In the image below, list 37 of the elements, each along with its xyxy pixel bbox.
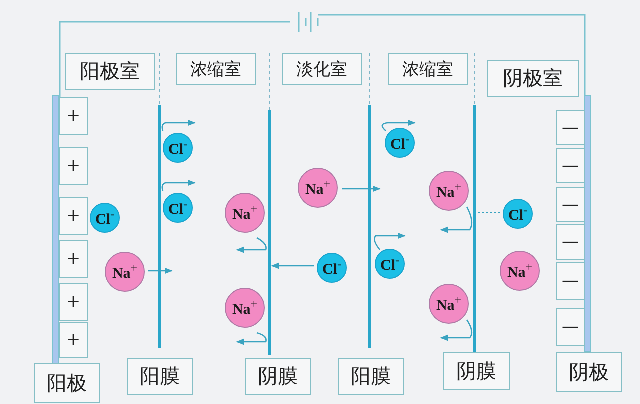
- chloride-ion: Cl$^{-}$: [163, 193, 193, 223]
- chloride-ion: Cl$^{-}$: [317, 253, 347, 283]
- electrode-cell: +: [59, 147, 88, 185]
- sodium-ion: Na$^{+}$: [429, 284, 469, 324]
- chloride-ion: Cl$^{-}$: [375, 249, 405, 279]
- electrode-cell: —: [556, 110, 585, 145]
- sodium-ion: Na$^{+}$: [225, 193, 265, 233]
- part-label: 阴膜: [443, 352, 510, 390]
- electrode-cell: —: [556, 187, 585, 222]
- chamber-label: 浓缩室: [176, 53, 256, 85]
- electrode-cell: —: [556, 262, 585, 300]
- electrode-cell: —: [556, 148, 585, 183]
- electrode-cell: —: [556, 224, 585, 260]
- chloride-ion: Cl$^{-}$: [163, 133, 193, 163]
- part-label: 阳极: [34, 363, 100, 403]
- sodium-ion: Na$^{+}$: [225, 288, 265, 328]
- electrode-cell: +: [59, 283, 88, 321]
- chloride-ion: Cl$^{-}$: [90, 203, 120, 233]
- electrode-cell: —: [556, 308, 585, 346]
- chloride-ion: Cl$^{-}$: [385, 128, 415, 158]
- part-label: 阴极: [556, 352, 622, 392]
- chamber-label: 阴极室: [487, 60, 579, 97]
- electrode-cell: +: [59, 97, 88, 135]
- part-label: 阳膜: [127, 358, 193, 395]
- electrode-cell: +: [59, 197, 88, 235]
- chamber-label: 淡化室: [282, 53, 362, 85]
- part-label: 阴膜: [245, 358, 311, 395]
- chloride-ion: Cl$^{-}$: [503, 199, 533, 229]
- sodium-ion: Na$^{+}$: [105, 252, 145, 292]
- sodium-ion: Na$^{+}$: [429, 171, 469, 211]
- electrode-cell: +: [59, 322, 88, 358]
- sodium-ion: Na$^{+}$: [298, 168, 338, 208]
- sodium-ion: Na$^{+}$: [500, 251, 540, 291]
- electrode-cell: +: [59, 240, 88, 278]
- chamber-label: 阳极室: [65, 53, 155, 90]
- chamber-label: 浓缩室: [388, 53, 468, 85]
- part-label: 阳膜: [338, 358, 404, 395]
